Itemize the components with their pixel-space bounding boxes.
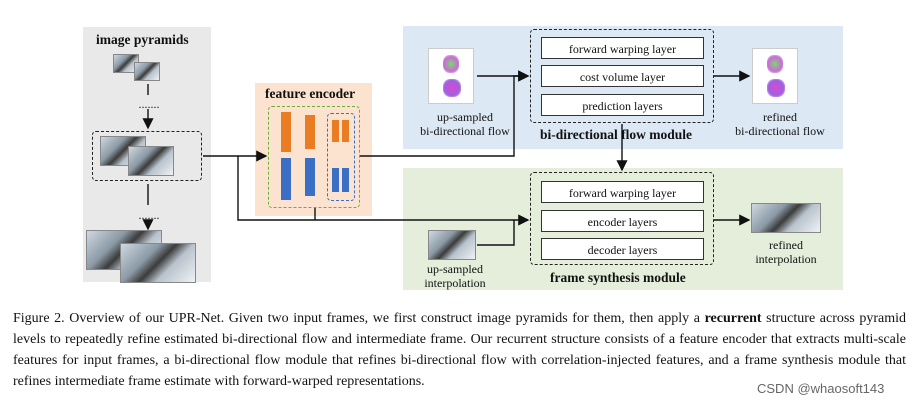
flow-module-box bbox=[530, 29, 714, 123]
encoder-feature-bar-2 bbox=[305, 115, 315, 149]
flow-layer-forward-warping: forward warping layer bbox=[541, 37, 704, 59]
figure-diagram: image pyramids ....... ....... feature e… bbox=[83, 26, 843, 290]
caption-text-prefix: Figure 2. Overview of our UPR-Net. Given… bbox=[13, 311, 705, 326]
refined-flow-image bbox=[752, 48, 798, 104]
flow-layer-prediction: prediction layers bbox=[541, 94, 704, 116]
diagram-connectors bbox=[142, 70, 751, 246]
encoder-feature-bar-4 bbox=[342, 120, 349, 142]
caption-text-suffix: structure across pyramid levels to repea… bbox=[13, 311, 907, 389]
pyramid-level-large-frame-b bbox=[120, 243, 196, 283]
upsampled-flow-image bbox=[428, 48, 474, 104]
upsampled-interpolation-image bbox=[428, 230, 476, 260]
upsampled-interpolation-label: up-sampled interpolation bbox=[424, 262, 486, 290]
encoder-feature-bar-3 bbox=[332, 120, 339, 142]
image-pyramids-title: image pyramids bbox=[96, 32, 189, 47]
caption-text-bold: recurrent bbox=[704, 311, 762, 326]
pyramid-dots-bottom: ....... bbox=[138, 208, 160, 222]
pyramid-level-small-frame-b bbox=[134, 62, 160, 81]
upsampled-interp-to-module-link bbox=[477, 220, 515, 246]
flow-blob-bottom bbox=[443, 79, 461, 97]
pyramid-current-level-box bbox=[92, 131, 202, 181]
upsampled-flow-label: up-sampled bi-directional flow bbox=[420, 110, 510, 138]
encoder-to-flow-arrow bbox=[360, 70, 530, 157]
synthesis-module-box bbox=[530, 172, 714, 265]
encoder-feature-bar-1 bbox=[281, 112, 291, 152]
frames-to-synthesis-arrow bbox=[237, 156, 530, 226]
encoder-feature-bar-6 bbox=[305, 158, 315, 196]
refined-interpolation-image bbox=[751, 203, 821, 233]
refined-flow-label: refined bi-directional flow bbox=[735, 110, 825, 138]
pyramid-dots-top: ....... bbox=[138, 97, 160, 111]
refined-flow-blob-top bbox=[767, 55, 783, 73]
refined-interpolation-label: refined interpolation bbox=[755, 238, 817, 266]
encoder-feature-bar-8 bbox=[342, 168, 349, 192]
figure-caption: Figure 2. Overview of our UPR-Net. Given… bbox=[13, 308, 906, 392]
flow-layer-cost-volume: cost volume layer bbox=[541, 65, 704, 87]
flow-module-title: bi-directional flow module bbox=[540, 127, 693, 142]
pyramid-level-mid-frame-b bbox=[128, 146, 174, 176]
synthesis-layer-encoder: encoder layers bbox=[541, 210, 704, 232]
feature-encoder-title: feature encoder bbox=[265, 86, 356, 101]
synthesis-layer-forward-warping: forward warping layer bbox=[541, 181, 704, 203]
watermark: CSDN @whaosoft143 bbox=[757, 381, 885, 396]
encoder-feature-bar-5 bbox=[281, 158, 291, 200]
synthesis-module-title: frame synthesis module bbox=[550, 270, 686, 285]
synthesis-layer-decoder: decoder layers bbox=[541, 238, 704, 260]
flow-blob-top bbox=[443, 55, 459, 73]
encoder-outer-box bbox=[268, 106, 360, 208]
encoder-feature-bar-7 bbox=[332, 168, 339, 192]
encoder-inner-box bbox=[327, 113, 355, 201]
refined-flow-blob-bottom bbox=[767, 79, 785, 97]
